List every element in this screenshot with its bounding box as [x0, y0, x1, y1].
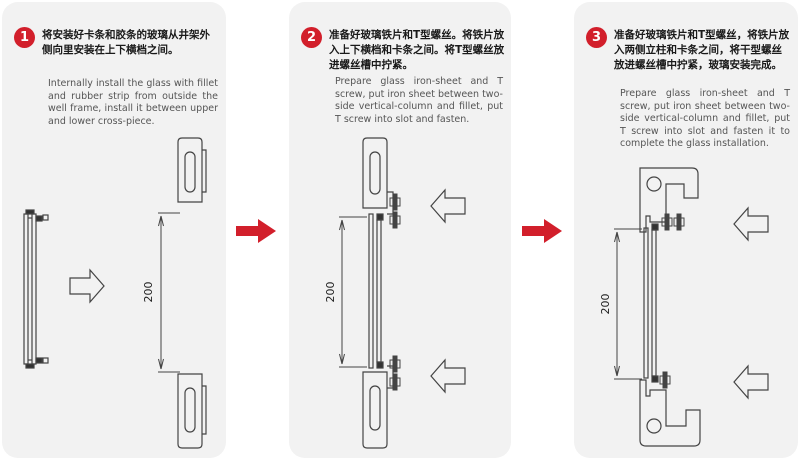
- step-2-badge: 2: [301, 27, 322, 48]
- upper-column-bracket-icon: [639, 167, 699, 233]
- step-1-diagram: 200: [23, 137, 207, 449]
- step-3-description-en: Prepare glass iron-sheet and T screw, pu…: [620, 88, 790, 149]
- step-3-badge: 3: [586, 27, 607, 48]
- lower-crosspiece-icon: [177, 373, 207, 449]
- push-arrow-icon: [733, 206, 769, 242]
- lower-column-bracket-icon: [639, 379, 701, 447]
- step-1-panel: 1 将安装好卡条和胶条的玻璃从井架外侧向里安装在上下横档之间。 Internal…: [2, 2, 226, 458]
- upper-crosspiece-icon: [362, 137, 394, 215]
- push-arrow-icon: [430, 358, 466, 394]
- dimension-line-icon: [158, 212, 180, 373]
- t-screw-icon: [661, 213, 685, 231]
- step-2-diagram: 200: [324, 137, 466, 449]
- step-2-header: 2 准备好玻璃铁片和T型螺丝。将铁片放入上下横档和卡条之间。将T型螺丝放进螺丝槽…: [301, 27, 505, 73]
- step-1-description-en: Internally install the glass with fillet…: [48, 78, 218, 127]
- step-2-description-en: Prepare glass iron-sheet and T screw, pu…: [335, 76, 503, 125]
- step-1-header: 1 将安装好卡条和胶条的玻璃从井架外侧向里安装在上下横档之间。: [14, 27, 220, 58]
- t-screw-icon: [389, 193, 401, 229]
- step-3-panel: 3 准备好玻璃铁片和T型螺丝，将铁片放入两侧立柱和卡条之间，将干型螺丝放进螺丝槽…: [574, 2, 798, 458]
- t-screw-icon: [659, 371, 671, 389]
- step-1-badge: 1: [14, 27, 35, 48]
- dimension-line-icon: [614, 228, 642, 380]
- dimension-line-icon: [339, 216, 367, 368]
- step-3-dimension-label: 200: [599, 294, 612, 315]
- step-arrow-icon: [522, 219, 562, 243]
- step-3-diagram: 200: [599, 167, 769, 447]
- step-2-title-zh: 准备好玻璃铁片和T型螺丝。将铁片放入上下横档和卡条之间。将T型螺丝放进螺丝槽中拧…: [329, 29, 505, 71]
- step-2-panel: 2 准备好玻璃铁片和T型螺丝。将铁片放入上下横档和卡条之间。将T型螺丝放进螺丝槽…: [289, 2, 511, 458]
- t-screw-icon: [389, 355, 401, 391]
- upper-crosspiece-icon: [177, 137, 207, 203]
- step-3-header: 3 准备好玻璃铁片和T型螺丝，将铁片放入两侧立柱和卡条之间，将干型螺丝放进螺丝槽…: [586, 27, 792, 73]
- step-arrow-icon: [236, 219, 276, 243]
- glass-pane-icon: [23, 209, 49, 369]
- glass-pane-icon: [643, 227, 657, 379]
- glass-pane-icon: [368, 213, 382, 369]
- push-arrow-icon: [69, 268, 105, 304]
- lower-crosspiece-icon: [362, 365, 394, 449]
- push-arrow-icon: [430, 188, 466, 224]
- step-1-dimension-label: 200: [142, 282, 155, 303]
- step-2-dimension-label: 200: [324, 282, 337, 303]
- push-arrow-icon: [733, 364, 769, 400]
- step-1-title-zh: 将安装好卡条和胶条的玻璃从井架外侧向里安装在上下横档之间。: [42, 29, 210, 56]
- step-3-title-zh: 准备好玻璃铁片和T型螺丝，将铁片放入两侧立柱和卡条之间，将干型螺丝放进螺丝槽中拧…: [614, 29, 790, 71]
